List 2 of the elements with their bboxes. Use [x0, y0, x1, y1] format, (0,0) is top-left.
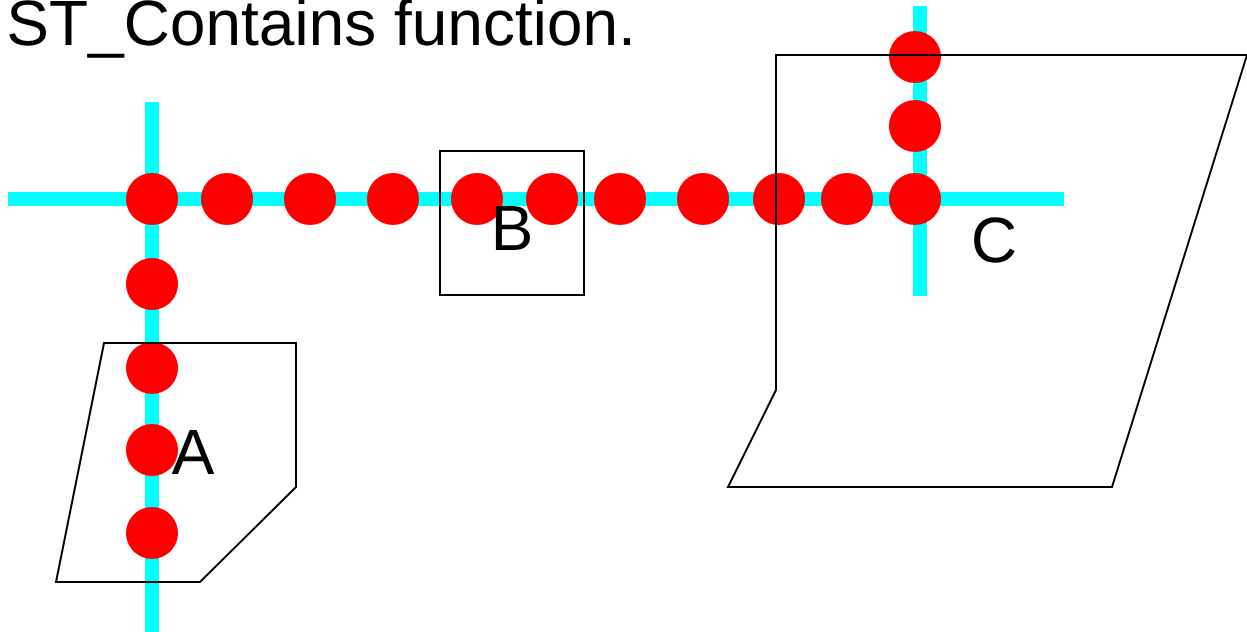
polygon: B: [439, 150, 585, 296]
polygon: C: [726, 54, 1247, 488]
